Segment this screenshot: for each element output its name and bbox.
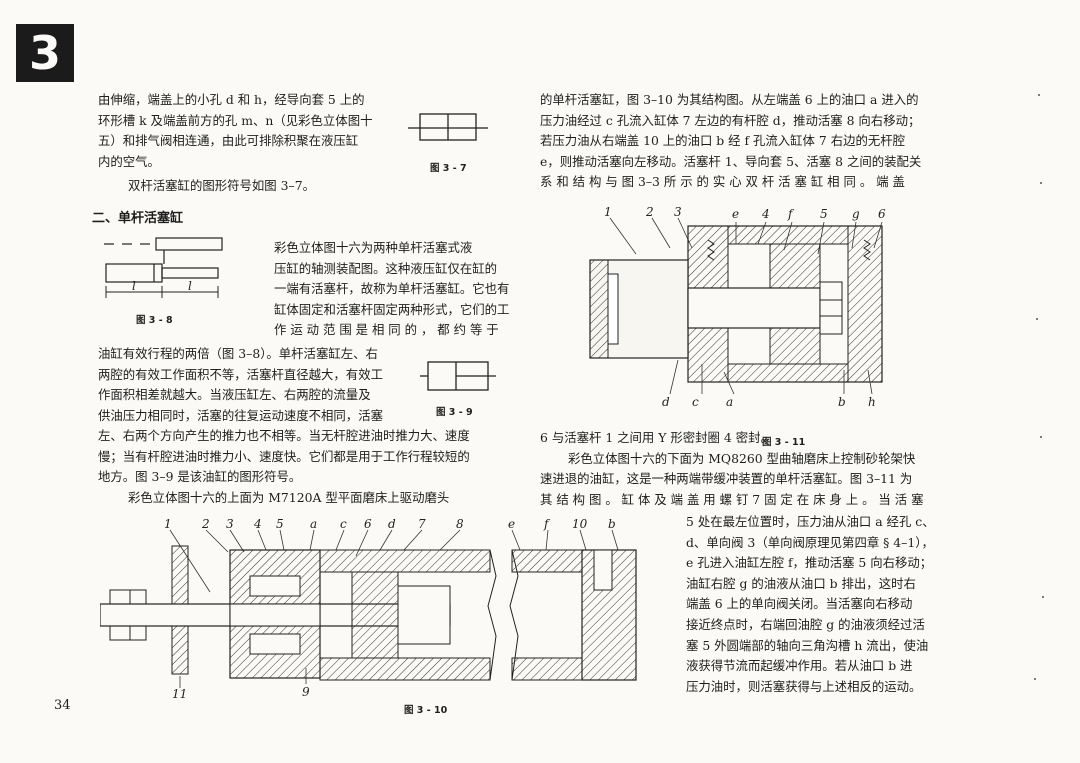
part-label: 11: [172, 687, 187, 700]
text-line: 彩色立体图十六的下面为 MQ8260 型曲轴磨床上控制砂轮架快: [568, 450, 916, 466]
part-label: 5: [820, 207, 828, 221]
fig37-reference-line: 双杆活塞缸的图形符号如图 3–7。: [128, 176, 315, 197]
left-top-paragraph: 由伸缩，端盖上的小孔 d 和 h，经导向套 5 上的 环形槽 k 及端盖前方的孔…: [98, 90, 372, 172]
fig37-symbol: [408, 113, 488, 141]
text-line: 的单杆活塞缸，图 3–10 为其结构图。从左端盖 6 上的油口 a 进入的: [540, 92, 919, 107]
part-label: 6: [364, 517, 372, 531]
part-label: b: [838, 395, 846, 409]
part-label: f: [543, 517, 551, 531]
part-label: 3: [674, 205, 682, 219]
fig39-caption: 图 3 - 9: [436, 407, 473, 418]
part-label: e: [508, 517, 515, 531]
part-label: b: [608, 517, 616, 531]
right-top-paragraph: 的单杆活塞缸，图 3–10 为其结构图。从左端盖 6 上的油口 a 进入的 压力…: [540, 90, 921, 193]
text-line: 缸体固定和活塞杆固定两种形式，它们的工: [274, 301, 510, 317]
part-label: 6: [878, 207, 886, 221]
text-line: 压缸的轴测装配图。这种液压缸仅在缸的: [274, 260, 498, 276]
page-number: 34: [54, 698, 71, 713]
part-label: 9: [302, 685, 310, 699]
part-label: 8: [456, 517, 464, 531]
text-line: 油缸右腔 g 的油液从油口 b 排出，这时右: [686, 575, 916, 591]
text-line: 作 运 动 范 围 是 相 同 的 ， 都 约 等 于: [274, 322, 499, 338]
text-line: 彩色立体图十六的上面为 M7120A 型平面磨床上驱动磨头: [128, 490, 450, 505]
text-line: 彩色立体图十六为两种单杆活塞式液: [274, 240, 473, 255]
text-line: 由伸缩，端盖上的小孔 d 和 h，经导向套 5 上的: [98, 92, 365, 107]
text-line: 若压力油从右端盖 10 上的油口 b 经 f 孔流入缸体 7 右边的无杆腔: [540, 133, 906, 149]
part-label: d: [662, 395, 670, 409]
fig311-drawing: 1 2 3 e 4 f 5 g 6 d c a b h: [589, 205, 886, 409]
text-line: 塞 5 外圆端部的轴向三角沟槽 h 流出，使油: [686, 637, 929, 653]
text-line: 地方。图 3–9 是该油缸的图形符号。: [98, 469, 302, 485]
fig39-symbol: [420, 361, 496, 391]
text-line: 压力油时，则活塞获得与上述相反的运动。: [686, 678, 922, 694]
text-line: e 孔进入油缸左腔 f，推动活塞 5 向右移动；: [686, 555, 933, 571]
text-line: 慢；当有杆腔进油时推力小、速度快。它们都是用于工作行程较短的: [98, 448, 470, 464]
intro-paragraph: 彩色立体图十六为两种单杆活塞式液 压缸的轴测装配图。这种液压缸仅在缸的 一端有活…: [274, 238, 509, 341]
text-line: 一端有活塞杆，故称为单杆活塞缸。它也有: [274, 281, 510, 297]
section-heading: 二、单杆活塞缸: [92, 211, 184, 226]
scan-speck: [1034, 678, 1036, 680]
m7120a-line: 彩色立体图十六的上面为 M7120A 型平面磨床上驱动磨头: [128, 488, 449, 509]
text-line: 油缸有效行程的两倍（图 3–8）。单杆活塞缸左、右: [98, 346, 378, 361]
fig38-diagram: l l: [104, 237, 223, 298]
fig37-caption: 图 3 - 7: [430, 163, 467, 174]
text-line: 接近终点时，右端回油腔 g 的油液须经过活: [686, 616, 925, 632]
scan-speck: [1040, 182, 1042, 184]
fig38-length-label: l: [188, 279, 192, 293]
text-line: 内的空气。: [98, 153, 160, 169]
part-label: g: [852, 207, 860, 221]
text-line: 其 结 构 图 。 缸 体 及 端 盖 用 螺 钉 7 固 定 在 床 身 上 …: [540, 491, 924, 507]
scan-speck: [1040, 436, 1042, 438]
part-label: 1: [164, 517, 172, 531]
text-line: 供油压力相同时，活塞的往复运动速度不相同，活塞: [98, 407, 383, 423]
part-label: 7: [418, 517, 426, 531]
part-label: c: [340, 517, 347, 531]
fig38-caption: 图 3 - 8: [136, 315, 173, 326]
part-label: 2: [201, 517, 210, 531]
text-line: 压力油经过 c 孔流入缸体 7 左边的有杆腔 d，推动活塞 8 向右移动；: [540, 112, 921, 128]
text-line: 5 处在最左位置时，压力油从油口 a 经孔 c、: [686, 514, 935, 529]
part-label: h: [868, 395, 876, 409]
text-line: 双杆活塞缸的图形符号如图 3–7。: [128, 178, 315, 193]
scan-speck: [1038, 94, 1040, 96]
text-line: 环形槽 k 及端盖前方的孔 m、n（见彩色立体图十: [98, 112, 373, 128]
part-label: a: [310, 517, 317, 531]
mid-paragraph: 油缸有效行程的两倍（图 3–8）。单杆活塞缸左、右 两腔的有效工作面积不等，活塞…: [98, 344, 383, 426]
scan-speck: [1036, 318, 1038, 320]
text-line: e，则推动活塞向左移动。活塞杆 1、导向套 5、活塞 8 之间的装配关: [540, 153, 922, 169]
part-label: f: [787, 207, 795, 221]
text-line: d、单向阀 3（单向阀原理见第四章 § 4–1），: [686, 534, 934, 550]
part-label: a: [726, 395, 733, 409]
text-line: 两腔的有效工作面积不等，活塞杆直径越大，有效工: [98, 366, 383, 382]
text-line: 系 和 结 构 与 图 3–3 所 示 的 实 心 双 杆 活 塞 缸 相 同 …: [540, 174, 905, 190]
part-label: 5: [276, 517, 284, 531]
part-label: 3: [226, 517, 234, 531]
fig38-length-label: l: [132, 279, 136, 293]
right-mid-paragraph: 6 与活塞杆 1 之间用 Y 形密封圈 4 密封。 彩色立体图十六的下面为 MQ…: [540, 428, 923, 510]
text-line: 左、右两个方向产生的推力也不相等。当无杆腔进油时推力大、速度: [98, 428, 470, 443]
part-label: d: [388, 517, 396, 531]
part-label: e: [732, 207, 739, 221]
fig310-caption: 图 3 - 10: [404, 705, 448, 716]
fig310-drawing: 1 2 3 4 5 a c 6 d 7 8 e f 10 b 11 9: [100, 517, 637, 700]
right-bottom-paragraph: 5 处在最左位置时，压力油从油口 a 经孔 c、 d、单向阀 3（单向阀原理见第…: [686, 512, 935, 697]
part-label: c: [692, 395, 699, 409]
part-label: 4: [253, 517, 262, 531]
text-line: 速进退的油缸，这是一种两端带缓冲装置的单杆活塞缸。图 3–11 为: [540, 471, 913, 487]
chapter-number-tab: 3: [16, 24, 74, 82]
text-line: 作面积相差就越大。当液压缸左、右两腔的流量及: [98, 387, 371, 403]
text-line: 液获得节流而起缓冲作用。若从油口 b 进: [686, 658, 913, 674]
full-width-paragraph: 左、右两个方向产生的推力也不相等。当无杆腔进油时推力大、速度 慢；当有杆腔进油时…: [98, 426, 470, 488]
part-label: 1: [604, 205, 612, 219]
text-line: 端盖 6 上的单向阀关闭。当活塞向右移动: [686, 596, 913, 612]
text-line: 五）和排气阀相连通，由此可排除积聚在液压缸: [98, 133, 359, 149]
part-label: 4: [761, 207, 770, 221]
scan-speck: [1042, 596, 1044, 598]
fig311-caption: 图 3 - 11: [762, 437, 806, 448]
text-line: 6 与活塞杆 1 之间用 Y 形密封圈 4 密封。: [540, 430, 773, 445]
part-label: 2: [645, 205, 654, 219]
part-label: 10: [572, 517, 588, 531]
